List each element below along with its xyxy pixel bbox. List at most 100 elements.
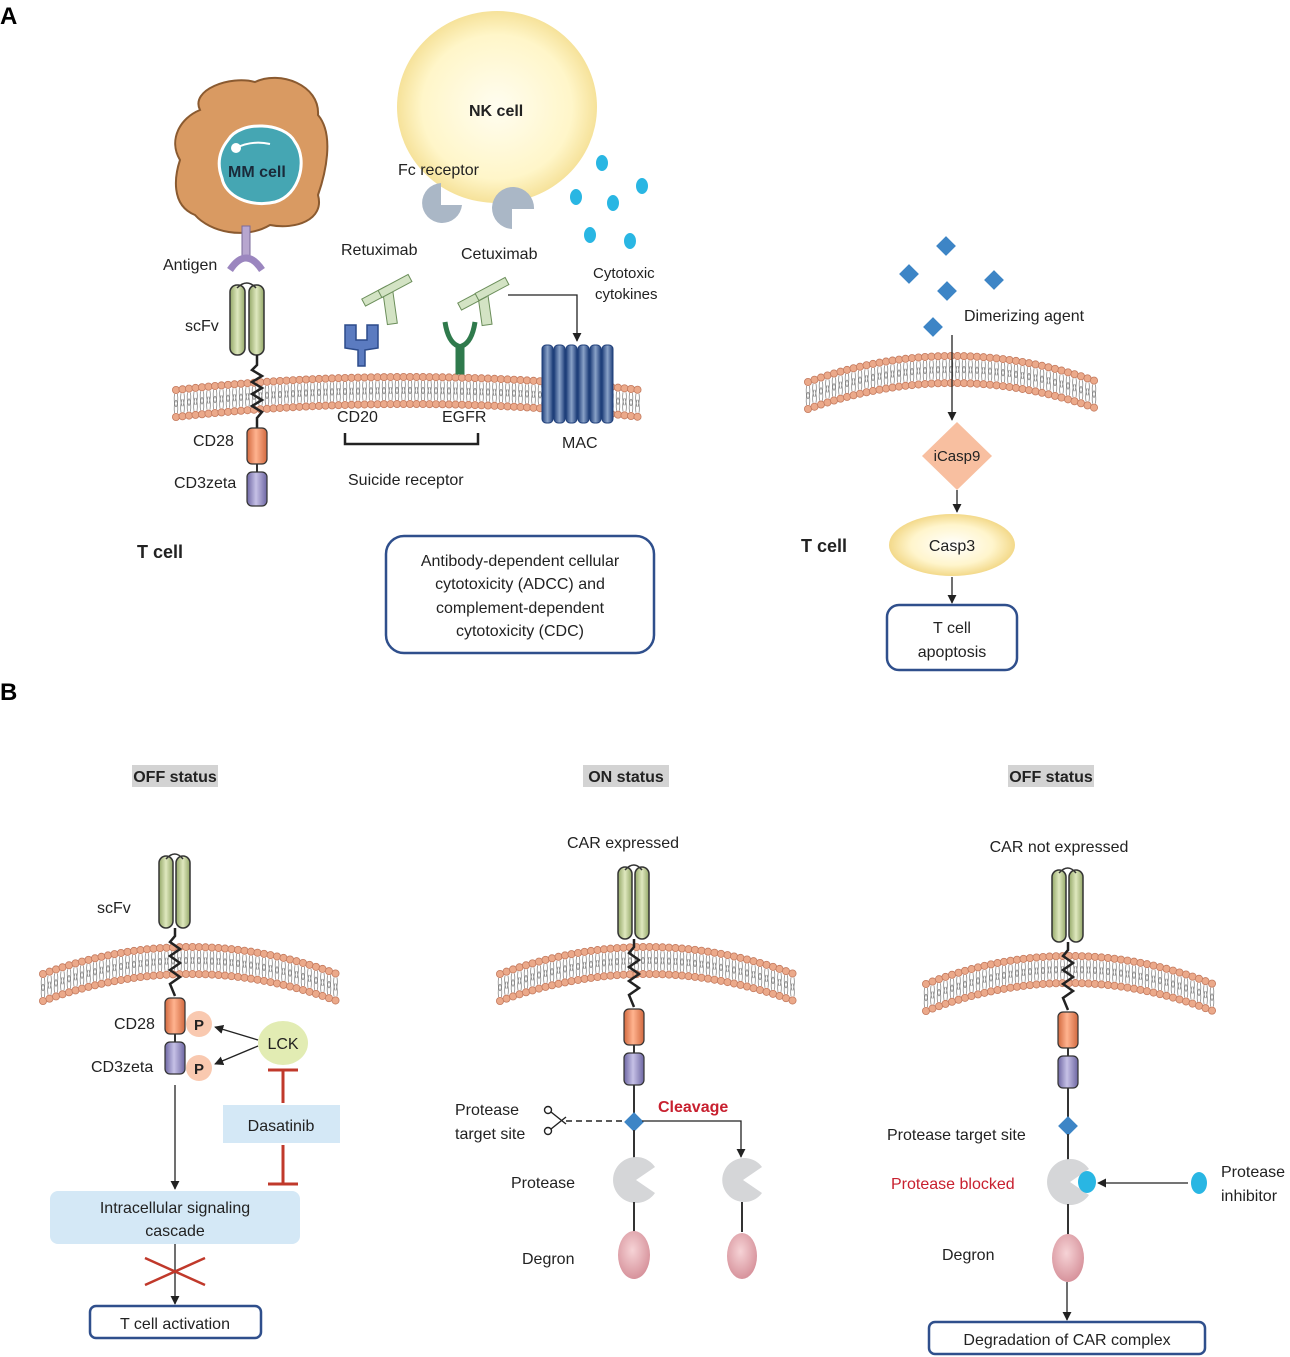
lipid-tail — [673, 957, 678, 972]
lipid-tail — [712, 956, 717, 970]
lipid-tail — [614, 952, 620, 966]
signaling-box — [50, 1191, 300, 1244]
lipid-head — [331, 969, 340, 978]
lipid-tail — [1177, 976, 1182, 990]
lipid-tail — [144, 959, 150, 973]
lipid-tail — [1040, 966, 1046, 981]
lipid-head — [171, 385, 180, 394]
lipid-head — [123, 974, 132, 983]
lipid-tail — [725, 964, 730, 979]
lipid-head — [136, 973, 145, 982]
lipid-tail — [440, 381, 445, 395]
lipid-tail — [125, 955, 130, 969]
lipid-head — [620, 384, 629, 393]
lipid-tail — [635, 399, 640, 413]
lipid-head — [259, 976, 268, 985]
mac-label: MAC — [562, 435, 598, 452]
lipid-tail — [472, 382, 478, 396]
lipid-head — [704, 974, 713, 983]
lipid-head — [528, 986, 537, 995]
lipid-tail — [183, 950, 189, 965]
scfv-hinge — [165, 853, 184, 860]
lipid-tail — [219, 389, 224, 403]
lipid-head — [1091, 952, 1100, 961]
lipid-head — [769, 989, 778, 998]
lipid-tail — [1177, 982, 1182, 996]
lipid-tail — [1052, 372, 1058, 386]
lipid-tail — [608, 952, 613, 966]
lipid-head — [1130, 957, 1139, 966]
lipid-head — [515, 963, 524, 972]
lipid-tail — [510, 979, 516, 993]
lipid-tail — [466, 387, 471, 401]
lipid-tail — [394, 380, 400, 395]
lipid-head — [1039, 952, 1048, 961]
lipid-tail — [1013, 370, 1019, 384]
lipid-tail — [718, 957, 724, 971]
lipid-tail — [320, 972, 325, 987]
lipid-head — [178, 412, 187, 421]
lipid-tail — [903, 362, 908, 376]
lipid-head — [230, 380, 239, 389]
lipid-tail — [851, 378, 856, 392]
lipid-tail — [333, 983, 338, 997]
lipid-tail — [725, 959, 730, 973]
cd3zeta-domain — [623, 1052, 645, 1086]
protease — [613, 1157, 655, 1203]
lipid-head — [836, 367, 845, 376]
cd3zeta-domain — [164, 1041, 186, 1075]
lipid-tail — [1026, 373, 1032, 387]
lipid-tail — [323, 388, 328, 402]
lipid-tail — [524, 390, 530, 404]
lipid-tail — [994, 368, 999, 382]
lipid-tail — [877, 366, 882, 380]
lipid-head — [1031, 360, 1040, 369]
lipid-tail — [336, 382, 341, 396]
lipid-tail — [818, 381, 824, 395]
lipid-tail — [1112, 968, 1117, 982]
lipid-tail — [988, 968, 994, 982]
lipid-head — [1110, 981, 1119, 990]
lipid-tail — [180, 399, 185, 413]
lipid-tail — [987, 361, 993, 375]
lipid-tail — [1170, 974, 1176, 988]
lipid-tail — [362, 387, 367, 401]
lipid-head — [762, 960, 771, 969]
lipid-head — [580, 974, 589, 983]
car-middle — [613, 864, 655, 1279]
lipid-tail — [355, 381, 361, 395]
lipid-head — [888, 356, 897, 365]
lipid-tail — [995, 972, 1000, 987]
lipid-tail — [485, 382, 491, 396]
lipid-tail — [138, 959, 143, 974]
lipid-tail — [193, 397, 198, 411]
lipid-head — [954, 968, 963, 977]
lipid-tail — [349, 387, 354, 401]
lipid-tail — [290, 390, 296, 404]
lipid-tail — [909, 362, 915, 376]
casp3-ellipse — [889, 514, 1015, 576]
lipid-tail — [949, 984, 955, 998]
lipid-tail — [537, 391, 543, 405]
lipid-tail — [433, 381, 439, 395]
lipid-head — [155, 971, 164, 980]
nk-cell-label: NK cell — [469, 103, 523, 120]
lipid-tail — [1014, 969, 1020, 983]
lipid-tail — [40, 977, 46, 992]
status-right: OFF status — [1009, 769, 1093, 786]
lipid-tail — [1078, 386, 1084, 400]
lipid-tail — [157, 958, 163, 972]
lipid-tail — [647, 950, 652, 965]
lipid-tail — [890, 364, 895, 378]
lipid-head — [1110, 954, 1119, 963]
mac-subunit — [589, 344, 602, 424]
lipid-tail — [909, 367, 915, 382]
lipid-tail — [916, 367, 921, 381]
lipid-tail — [245, 387, 250, 401]
lipid-head — [723, 951, 732, 960]
lipid-tail — [504, 981, 509, 995]
lipid-tail — [472, 387, 478, 402]
lipid-tail — [329, 382, 335, 396]
lipid-head — [749, 957, 758, 966]
lipid-tail — [956, 982, 961, 996]
